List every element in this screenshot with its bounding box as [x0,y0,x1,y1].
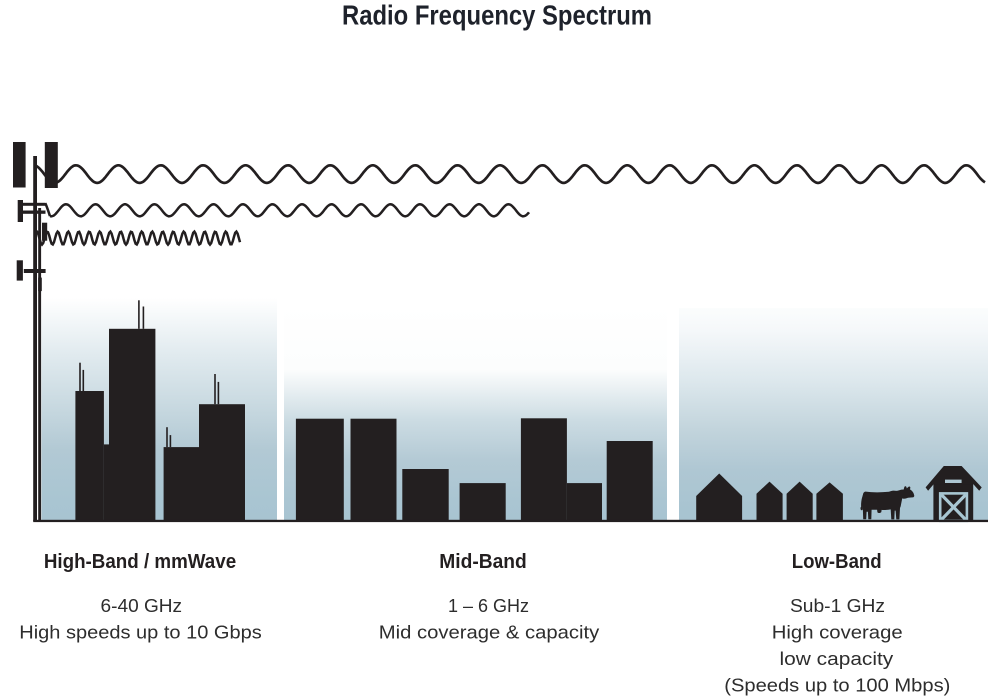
svg-text:High speeds up to 10 Gbps: High speeds up to 10 Gbps [19,622,262,643]
svg-text:Mid-Band: Mid-Band [439,550,527,573]
svg-text:Low-Band: Low-Band [792,550,882,573]
svg-text:High coverage: High coverage [772,622,903,643]
svg-text:Mid coverage & capacity: Mid coverage & capacity [379,622,600,643]
svg-text:Radio Frequency Spectrum: Radio Frequency Spectrum [342,0,652,31]
svg-text:Sub-1 GHz: Sub-1 GHz [790,595,885,616]
svg-text:High-Band / mmWave: High-Band / mmWave [44,550,236,573]
svg-text:low capacity: low capacity [780,648,895,669]
svg-text:6-40 GHz: 6-40 GHz [101,595,183,616]
svg-text:(Speeds up to 100 Mbps): (Speeds up to 100 Mbps) [724,674,950,695]
svg-text:1 – 6 GHz: 1 – 6 GHz [448,595,529,616]
